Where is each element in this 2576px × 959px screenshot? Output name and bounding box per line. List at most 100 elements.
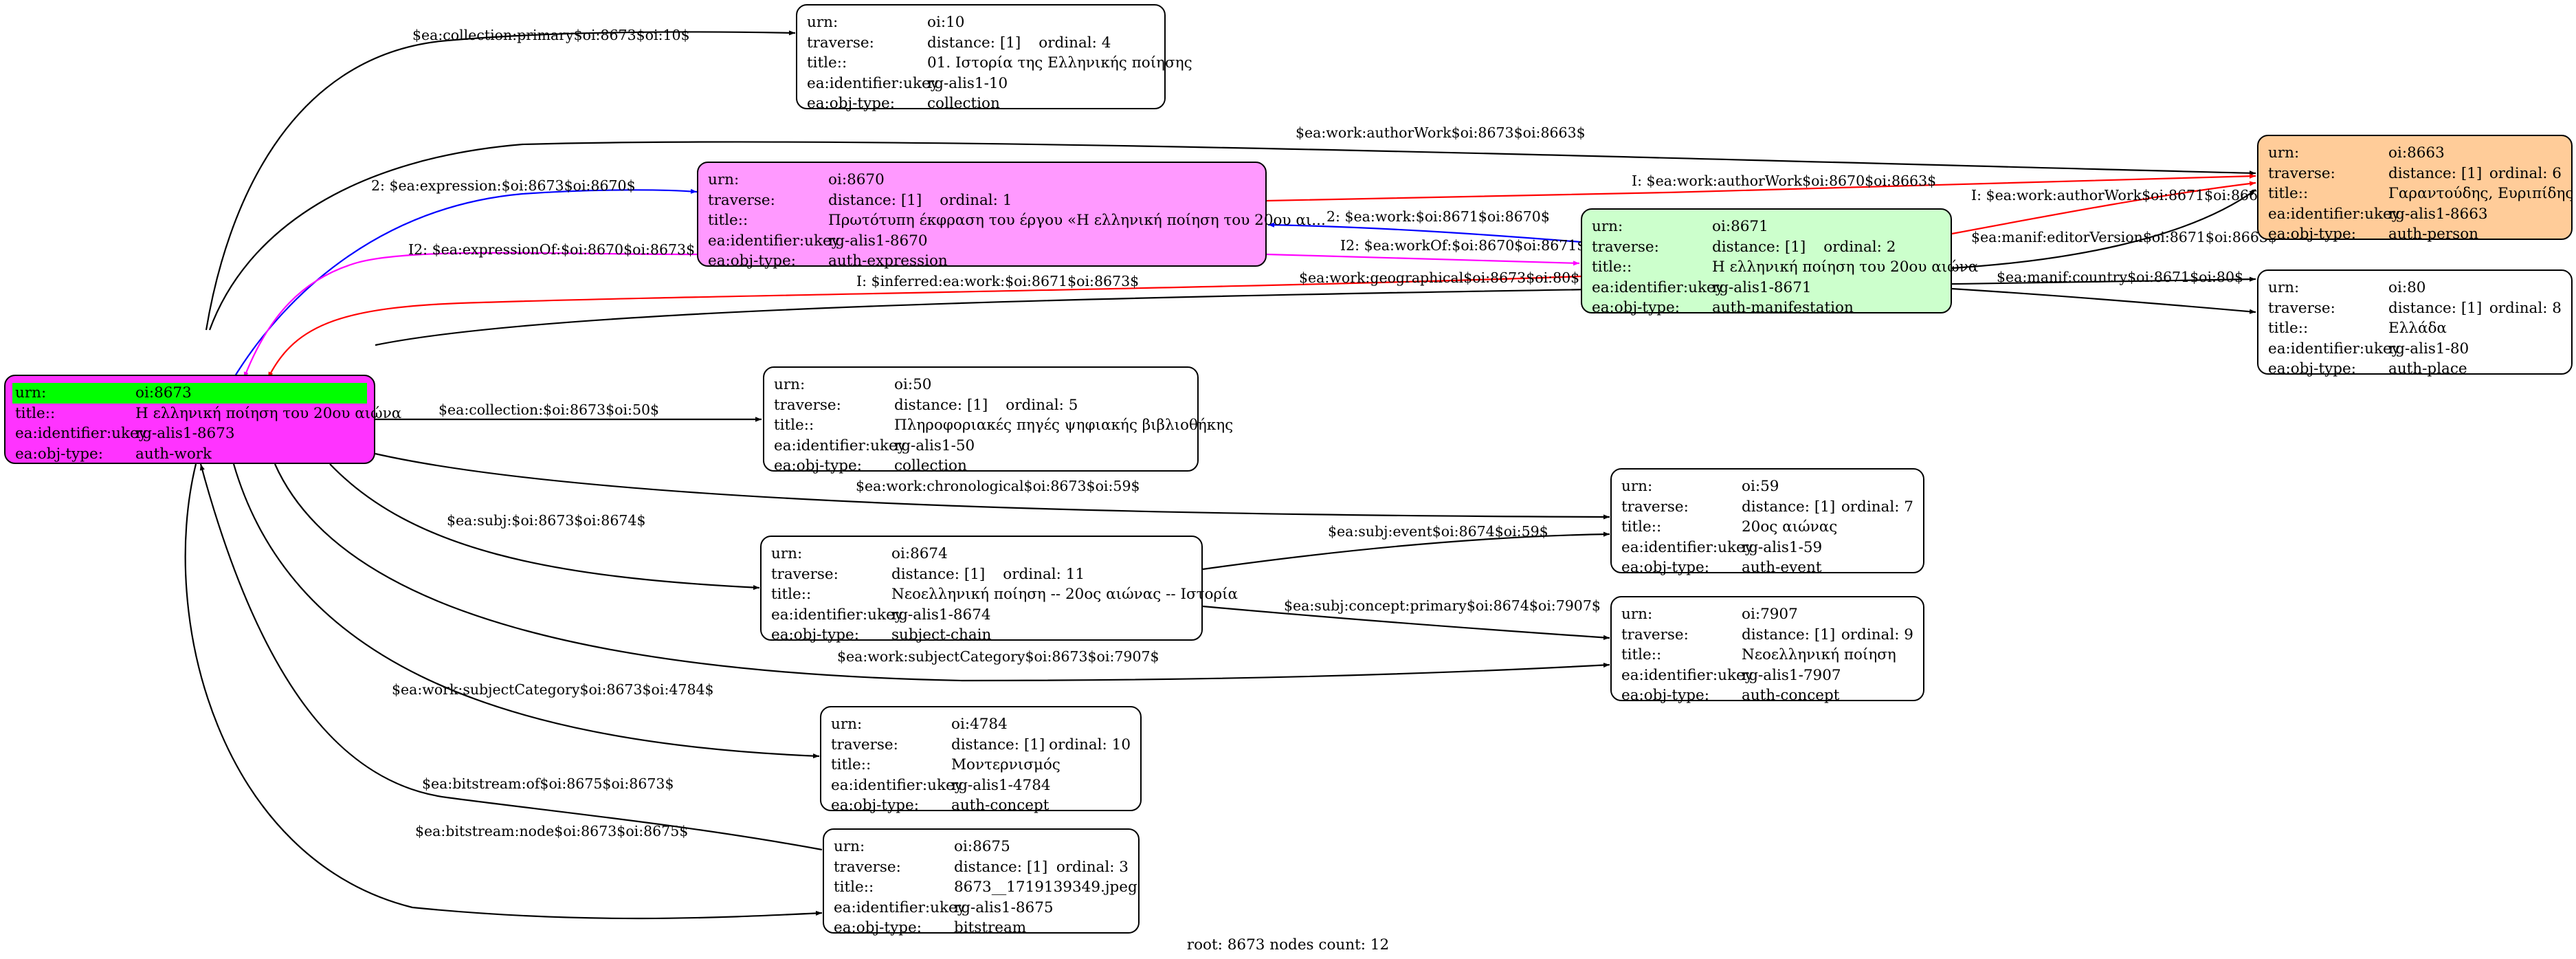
field-obj-type: ea:obj-type:auth-expression — [708, 252, 948, 269]
field-obj-type: ea:obj-type:subject-chain — [771, 626, 992, 643]
node-oi-8670[interactable]: urn:oi:8670 traverse:distance: [1]ordina… — [697, 162, 1326, 269]
edge-8670-authorwork — [1266, 173, 2256, 202]
edge-8671-authorwork — [1951, 181, 2256, 235]
node-oi-8675[interactable]: urn:oi:8675 traverse:distance: [1]ordina… — [823, 828, 1140, 936]
node-oi-59[interactable]: urn:oi:59 traverse:distance: [1]ordinal:… — [1610, 468, 1924, 576]
field-traverse: traverse:distance: [1]ordinal: 1 — [708, 191, 1012, 209]
field-traverse: traverse:distance: [1]ordinal: 11 — [771, 565, 1085, 583]
field-title: title::Ελλάδα — [2268, 320, 2447, 337]
field-title: title::Πρωτότυπη έκφραση του έργου «Η ελ… — [708, 212, 1326, 229]
node-oi-4784[interactable]: urn:oi:4784 traverse:distance: [1]ordina… — [820, 706, 1142, 814]
edge-subjectcategory-7907 — [274, 463, 1610, 682]
edge-subjectcategory-4784 — [232, 463, 820, 759]
edge-work-authorwork — [208, 141, 2256, 331]
edge-label: $ea:subj:concept:primary$oi:8674$oi:7907… — [1284, 597, 1601, 614]
edge-subj-event — [1202, 531, 1610, 571]
edge-label: $ea:subj:event$oi:8674$oi:59$ — [1328, 523, 1548, 540]
field-urn: urn:oi:8671 — [1592, 218, 1768, 235]
field-title: title::Νεοελληνική ποίηση -- 20ος αιώνας… — [771, 586, 1239, 603]
field-obj-type: ea:obj-type:auth-concept — [1621, 687, 1840, 704]
field-title: title::Μοντερνισμός — [831, 756, 1061, 773]
edge-label: $ea:work:chronological$oi:8673$oi:59$ — [856, 478, 1140, 494]
edge-label: $ea:manif:country$oi:8671$oi:80$ — [1997, 269, 2243, 285]
field-urn: urn:oi:8670 — [708, 171, 885, 188]
field-title: title::20ος αιώνας — [1621, 518, 1838, 536]
field-obj-type: ea:obj-type:collection — [774, 457, 967, 474]
field-urn: urn:oi:8663 — [2268, 144, 2445, 162]
edge-editorversion — [1951, 189, 2256, 269]
edge-label: I: $ea:work:authorWork$oi:8670$oi:8663$ — [1632, 173, 1936, 189]
edge-label: I2: $ea:workOf:$oi:8670$oi:8671$ — [1340, 237, 1586, 254]
edge-label: I: $inferred:ea:work:$oi:8671$oi:8673$ — [856, 273, 1139, 289]
field-urn: urn:oi:50 — [774, 376, 932, 393]
edge-chronological — [375, 452, 1610, 520]
field-urn: urn:oi:80 — [2268, 279, 2426, 296]
field-title: title::01. Ιστορία της Ελληνικής ποίησης — [807, 54, 1192, 71]
field-urn: urn:oi:7907 — [1621, 606, 1798, 623]
field-urn: urn:oi:8675 — [834, 838, 1010, 855]
edge-label: $ea:manif:editorVersion$oi:8671$oi:8663$ — [1971, 229, 2277, 245]
field-traverse: traverse:distance: [1]ordinal: 7 — [1621, 498, 1913, 516]
field-urn: urn:oi:59 — [1621, 478, 1779, 495]
node-oi-7907[interactable]: urn:oi:7907 traverse:distance: [1]ordina… — [1610, 596, 1924, 704]
edge-label: I2: $ea:expressionOf:$oi:8670$oi:8673$ — [408, 241, 695, 258]
edge-label: $ea:work:subjectCategory$oi:8673$oi:7907… — [837, 648, 1159, 665]
node-oi-50[interactable]: urn:oi:50 traverse:distance: [1]ordinal:… — [763, 366, 1234, 474]
field-title: title::Νεοελληνική ποίηση — [1621, 646, 1896, 663]
edge-subj-concept — [1202, 605, 1610, 640]
field-traverse: traverse:distance: [1]ordinal: 2 — [1592, 238, 1896, 256]
field-traverse: traverse:distance: [1]ordinal: 3 — [834, 858, 1129, 876]
field-obj-type: ea:obj-type:auth-place — [2268, 360, 2467, 377]
field-title: title::Γαραντούδης, Ευριπίδης — [2268, 185, 2574, 202]
edge-label: $ea:collection:primary$oi:8673$oi:10$ — [412, 27, 690, 43]
field-obj-type: ea:obj-type:auth-manifestation — [1592, 299, 1854, 316]
field-traverse: traverse:distance: [1]ordinal: 9 — [1621, 626, 1913, 643]
edge-label: $ea:work:authorWork$oi:8673$oi:8663$ — [1296, 124, 1586, 141]
edge-8671-work — [1267, 222, 1581, 243]
edge-label: $ea:work:geographical$oi:8673$oi:80$ — [1299, 269, 1579, 286]
edge-manif-country — [1951, 287, 2256, 314]
node-oi-10[interactable]: urn:oi:10 traverse:distance: [1]ordinal:… — [796, 4, 1192, 112]
field-title: title::Η ελληνική ποίηση του 20ου αιώνα — [1592, 258, 1979, 276]
node-oi-80[interactable]: urn:oi:80 traverse:distance: [1]ordinal:… — [2257, 269, 2573, 377]
field-urn: urn:oi:8673 — [12, 383, 367, 404]
edge-label: $ea:subj:$oi:8673$oi:8674$ — [447, 512, 646, 529]
node-oi-8671[interactable]: urn:oi:8671 traverse:distance: [1]ordina… — [1581, 208, 1979, 316]
edge-label: 2: $ea:work:$oi:8671$oi:8670$ — [1326, 208, 1550, 225]
field-urn: urn:oi:4784 — [831, 716, 1008, 733]
field-traverse: traverse:distance: [1]ordinal: 6 — [2268, 164, 2562, 182]
edge-bitstream-of — [199, 463, 823, 851]
node-oi-8674[interactable]: urn:oi:8674 traverse:distance: [1]ordina… — [760, 536, 1239, 643]
edge-inferred-work — [267, 275, 1581, 379]
field-urn: urn:oi:10 — [807, 14, 965, 31]
edge-label: $ea:collection:$oi:8673$oi:50$ — [438, 401, 659, 418]
field-traverse: traverse:distance: [1]ordinal: 8 — [2268, 299, 2562, 317]
edge-bitstream-node — [184, 463, 823, 920]
edge-workof — [1266, 253, 1580, 266]
edge-label: $ea:bitstream:of$oi:8675$oi:8673$ — [422, 775, 674, 792]
field-title: title::Πληροφοριακές πηγές ψηφιακής βιβλ… — [774, 417, 1234, 434]
field-traverse: traverse:distance: [1]ordinal: 10 — [831, 736, 1131, 753]
edge-label: $ea:work:subjectCategory$oi:8673$oi:4784… — [392, 681, 714, 698]
field-obj-type: ea:obj-type:collection — [807, 95, 1000, 112]
node-oi-8673-root[interactable]: urn:oi:8673 title::Η ελληνική ποίηση του… — [4, 375, 401, 464]
field-urn: urn:oi:8674 — [771, 545, 948, 562]
field-obj-type: ea:obj-type:auth-concept — [831, 797, 1050, 814]
edge-subj — [329, 463, 760, 591]
field-obj-type: ea:obj-type:auth-work — [15, 445, 212, 463]
node-oi-8663[interactable]: urn:oi:8663 traverse:distance: [1]ordina… — [2257, 135, 2574, 243]
field-obj-type: ea:obj-type:auth-event — [1621, 559, 1822, 576]
field-obj-type: ea:obj-type:auth-person — [2268, 225, 2479, 243]
edge-collection-primary — [205, 30, 796, 331]
